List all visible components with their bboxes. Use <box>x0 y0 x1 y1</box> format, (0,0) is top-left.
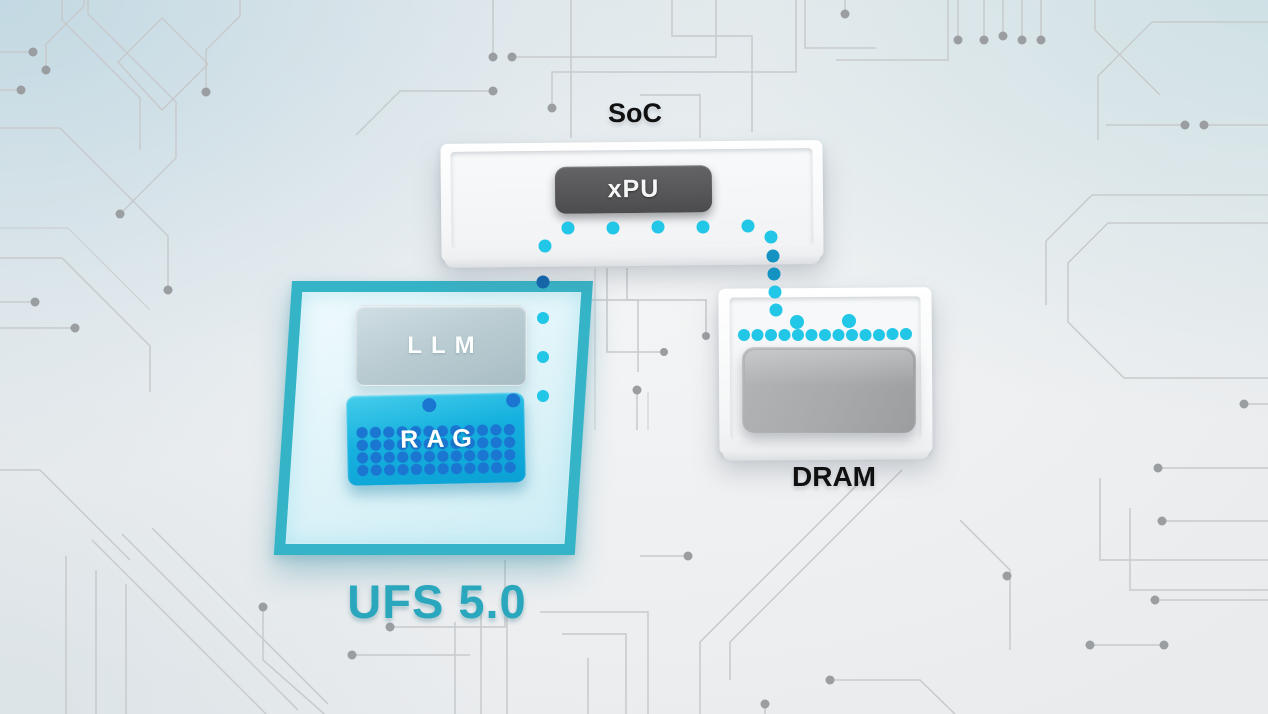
llm-block-label: LLM <box>407 331 484 359</box>
ufs-label: UFS 5.0 <box>347 575 527 628</box>
rag-block: RAG <box>346 392 526 486</box>
llm-block: LLM <box>355 305 527 386</box>
rag-pin <box>422 397 437 413</box>
rag-block-label: RAG <box>399 423 481 454</box>
dram-chip <box>742 347 916 433</box>
soc-label: SoC <box>608 98 662 128</box>
dram-label: DRAM <box>792 461 876 492</box>
xpu-chip-label: xPU <box>607 174 660 204</box>
rag-pin <box>506 393 521 408</box>
xpu-chip: xPU <box>554 165 713 214</box>
